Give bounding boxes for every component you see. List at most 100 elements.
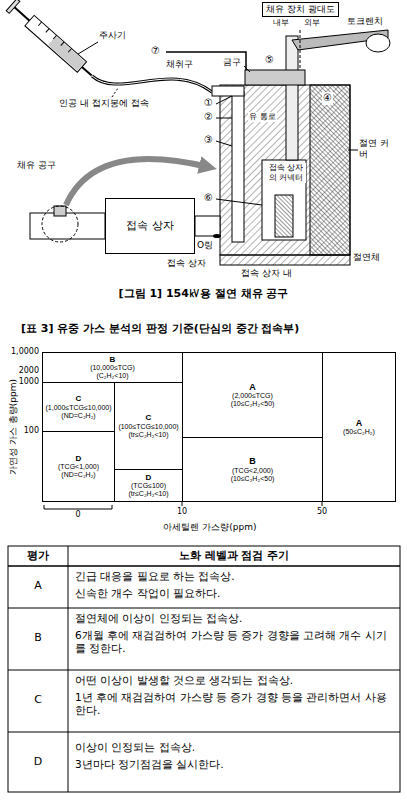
condition-text: (1,000≤TCG≤10,000): [45, 404, 111, 412]
figure-heading: 채유 장치 광대도: [262, 2, 339, 17]
table-cell: 긴급 대응을 필요로 하는 접속상.: [74, 570, 396, 583]
grade-letter: D: [76, 454, 82, 463]
table-rule: [8, 608, 400, 609]
tick-label: 10: [172, 507, 192, 517]
part-label: 접속 상자의 커넥터: [266, 163, 306, 183]
table-rule: [68, 546, 69, 792]
part-label: 주사기: [98, 30, 127, 41]
tick-label: 1,0000: [2, 347, 40, 357]
leader-line: [216, 118, 232, 119]
grade-cell: D: [9, 755, 67, 769]
grade-letter: D: [146, 473, 152, 482]
connector: [262, 160, 306, 240]
part-label: 채취구: [165, 59, 194, 70]
grade-region: C(1,000≤TCG≤10,000)(ND=C₂H₂): [42, 382, 115, 432]
tool-stem: [286, 36, 298, 160]
metal-fitting: [245, 70, 305, 85]
leader-line: [216, 199, 262, 205]
table-cell: 절연체에 이상이 인정되는 접속상.: [74, 612, 396, 625]
junction-box: 접속 상자: [105, 198, 195, 254]
side-label: 내부: [272, 18, 290, 28]
leader-line: [216, 141, 232, 146]
figure-caption: [그림 1] 154㎸용 절연 채유 공구: [0, 287, 407, 301]
ground-lead: [166, 52, 246, 70]
tick-label: 50: [312, 507, 332, 517]
table-rule: [8, 565, 400, 567]
axis-tick: [322, 502, 323, 506]
grade-cell: B: [9, 631, 67, 645]
detail-circle: [42, 206, 78, 242]
table-rule: [8, 732, 400, 733]
insulation-cover: [310, 85, 350, 255]
table-header: 평가: [9, 549, 67, 562]
condition-text: (C₂H₂<10): [96, 372, 128, 380]
grade-letter: C: [76, 394, 82, 403]
part-label: 금구: [222, 57, 242, 68]
grade-region: D(TCG<1,000)(ND=C₂H₂): [42, 431, 115, 502]
grade-letter: B: [249, 456, 256, 466]
condition-text: (50≤C₂H₂): [343, 428, 375, 436]
table-cell: 어떤 이상이 발생할 것으로 생각되는 접속상.: [74, 674, 396, 687]
leader-line: [244, 66, 250, 72]
grade-letter: A: [356, 418, 363, 428]
condition-text: (ND=C₂H₂): [61, 412, 95, 420]
grade-letter: B: [110, 355, 116, 364]
tick-label: 1000: [2, 377, 40, 387]
ground-band: [220, 255, 350, 265]
grade-region: A(50≤C₂H₂): [322, 352, 396, 502]
table-cell: 이상이 인정되는 접속상.: [74, 741, 396, 754]
table-title: [표 3] 유중 가스 분석의 판정 기준(단심의 중간 접속부): [20, 322, 300, 336]
grade-letter: C: [146, 413, 152, 422]
condition-text: (10,000≤TCG): [90, 364, 135, 372]
callout-number: ④: [322, 92, 333, 105]
boundary-line: [300, 30, 301, 68]
condition-text: (10≤C₂H₂<50): [231, 475, 275, 483]
part-label: 절연체: [352, 252, 381, 263]
cable-pipe: [30, 213, 105, 239]
axis-title: 아세틸렌 가스량(ppm): [100, 522, 320, 533]
tick-label: 2000: [2, 366, 40, 376]
hose: [92, 76, 212, 92]
part-label: 접속 상자 내: [240, 268, 293, 279]
part-label: 접속 상자: [166, 258, 207, 269]
leader-line: [78, 42, 98, 54]
leader-line: [348, 150, 358, 151]
condition-text: (TCG<2,000): [232, 467, 273, 475]
grade-cell: A: [9, 579, 67, 593]
part-label: 절연 커버: [358, 138, 398, 161]
callout-number: ①: [203, 97, 214, 110]
hand: [366, 34, 390, 52]
grade-letter: A: [249, 382, 256, 392]
part-label: 토크렌치: [346, 16, 384, 27]
axis-tick: [182, 502, 183, 506]
table-header: 노화 레벨과 점검 주기: [69, 549, 399, 562]
table-cell: 신속한 개수 작업이 필요하다.: [74, 587, 396, 600]
grade-region: B(TCG<2,000)(10≤C₂H₂<50): [182, 437, 323, 502]
callout-number: ⑥: [203, 192, 214, 205]
leader-line: [112, 88, 118, 97]
table-frame: [8, 546, 400, 792]
tick-label: 100: [2, 426, 40, 436]
oil-passage: [232, 92, 244, 242]
part-label: 유 통로: [248, 112, 277, 122]
condition-text: (100≤TCG≤10,000): [118, 423, 178, 431]
grade-region: B(10,000≤TCG)(C₂H₂<10): [42, 352, 183, 383]
syringe: [6, 0, 97, 82]
grade-region: D(TCG≤100)(tr≤C₂H₂<10): [114, 469, 183, 502]
table-cell: 1년 후에 재검검하여 가스량 등 증가 경향 등을 관리하면서 사용한다.: [74, 691, 396, 717]
condition-text: (tr≤C₂H₂<10): [128, 431, 168, 439]
condition-text: (tr≤C₂H₂<10): [128, 490, 168, 498]
tick-label: 0: [70, 510, 86, 520]
callout-number: ②: [203, 111, 214, 124]
connector-core: [275, 195, 293, 237]
note-label: 인공 내 접지봉에 접속: [58, 98, 150, 109]
callout-number: ③: [203, 134, 214, 147]
part-label: O링: [196, 240, 214, 251]
grade-region: C(100≤TCG≤10,000)(tr≤C₂H₂<10): [114, 382, 183, 470]
sampling-tool: [54, 206, 66, 216]
callout-number: ⑦: [150, 45, 161, 58]
table-cell: 6개월 후에 재검검하여 가스량 등 증가 경향을 고려해 개수 시기를 정한다…: [74, 629, 396, 655]
box-label: 접속 상자: [126, 220, 174, 233]
side-label: 외부: [303, 18, 321, 28]
